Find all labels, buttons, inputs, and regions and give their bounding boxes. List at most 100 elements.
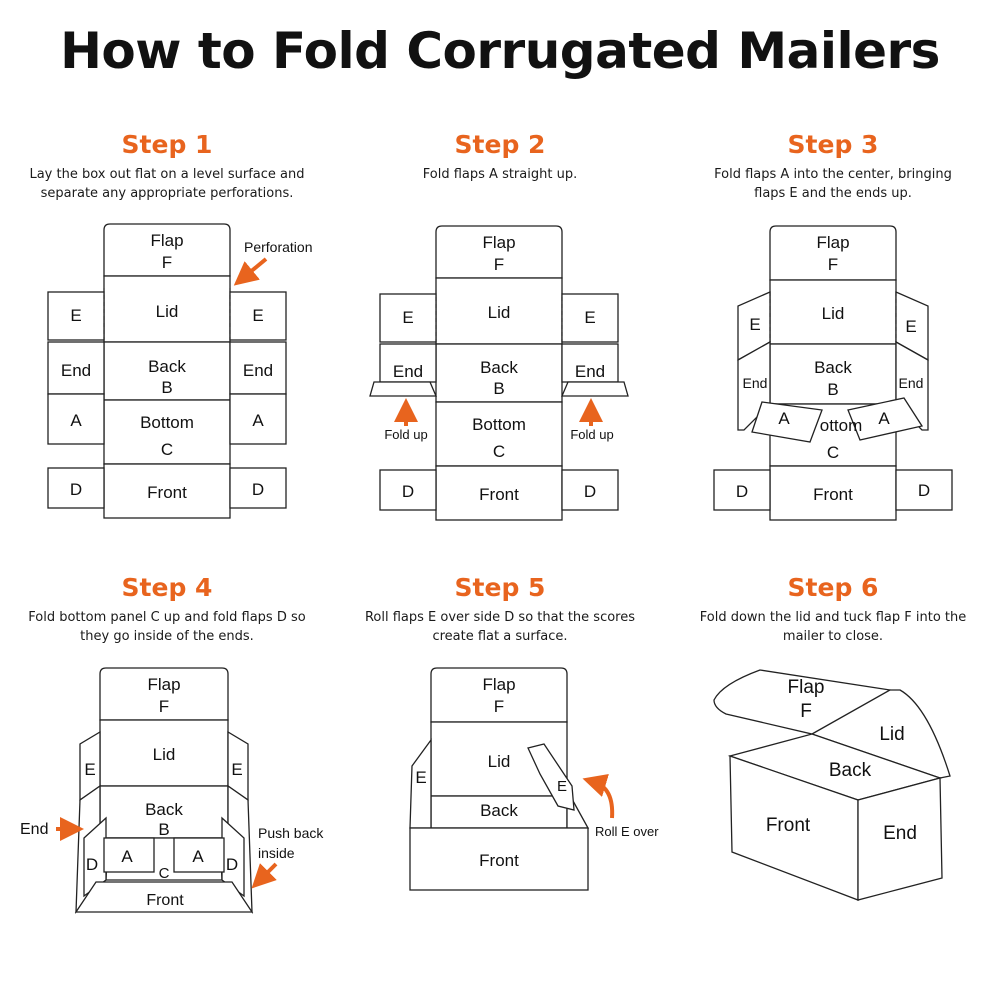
lid-panel: [769, 279, 897, 345]
roll-e-over-label: Roll E over: [595, 824, 659, 839]
label-back: Back: [148, 357, 186, 376]
step-2-diagram: Flap F Lid Back B Bottom C Front E End D…: [369, 225, 629, 521]
push-back-arrow: [251, 862, 278, 889]
label-end: End: [899, 375, 924, 391]
label-f: F: [494, 255, 504, 274]
flap-d-left: [713, 469, 771, 511]
roll-e-arrow: [582, 773, 615, 819]
flap-d-left: [83, 816, 107, 898]
label-lid: Lid: [488, 303, 511, 322]
label-f: F: [159, 697, 169, 716]
label-a: A: [252, 411, 264, 430]
label-end: End: [393, 362, 423, 381]
label-flap: Flap: [482, 675, 515, 694]
step-1-diagram: Flap F Lid Back B Bottom C Front E End A…: [47, 223, 312, 519]
label-front: Front: [766, 815, 811, 836]
label-flap: Flap: [482, 233, 515, 252]
perforation-label: Perforation: [244, 239, 312, 255]
label-bottom-partial: ottom: [820, 416, 863, 435]
step-3-text: Fold flaps A into the center, bringing f…: [714, 167, 952, 201]
label-f: F: [828, 255, 838, 274]
flap-f-panel: [99, 667, 229, 721]
label-b: B: [493, 379, 504, 398]
step-5-diagram: Flap F Lid Back Front E E Roll E over: [409, 667, 659, 891]
front-panel: [74, 881, 254, 913]
flap-a-right: [173, 837, 225, 873]
step-2-text: Fold flaps A straight up.: [422, 167, 578, 182]
label-end: End: [61, 361, 91, 380]
front-panel: [435, 465, 563, 521]
label-flap: Flap: [150, 231, 183, 250]
back-panel: [769, 343, 897, 405]
fold-up-label-left: Fold up: [384, 427, 427, 442]
flap-a-left: [47, 393, 105, 445]
label-d: D: [736, 482, 748, 501]
flap-a-left: [103, 837, 155, 873]
label-d: D: [86, 855, 98, 874]
back-panel: [99, 785, 229, 839]
label-flap: Flap: [147, 675, 180, 694]
label-b: B: [158, 820, 169, 839]
label-c: C: [493, 442, 505, 461]
label-front: Front: [479, 851, 519, 870]
step-3-heading: Step 3: [787, 130, 879, 159]
label-front: Front: [147, 483, 187, 502]
page-title: How to Fold Corrugated Mailers: [60, 22, 940, 80]
label-front: Front: [813, 485, 853, 504]
label-lid: Lid: [822, 304, 845, 323]
label-e: E: [231, 760, 242, 779]
end-right: [561, 343, 619, 383]
end-panel: [857, 777, 943, 901]
label-front: Front: [146, 892, 184, 909]
label-e: E: [749, 315, 760, 334]
end-left: [379, 343, 437, 383]
label-e: E: [252, 306, 263, 325]
label-lid: Lid: [156, 302, 179, 321]
label-d: D: [252, 480, 264, 499]
flap-f-panel: [713, 669, 892, 735]
label-f: F: [494, 697, 504, 716]
flap-d-left: [379, 469, 437, 511]
front-panel: [409, 827, 589, 891]
label-c: C: [827, 443, 839, 462]
step-3-diagram: Flap F Lid Back B ottom C Front E E End …: [713, 225, 953, 521]
label-a: A: [121, 847, 133, 866]
flap-e-left: [47, 291, 105, 341]
flap-f-panel: [430, 667, 568, 723]
label-d: D: [584, 482, 596, 501]
step-4-heading: Step 4: [121, 573, 213, 602]
label-d: D: [918, 481, 930, 500]
label-d: D: [402, 482, 414, 501]
flap-f-panel: [769, 225, 897, 281]
label-a: A: [778, 409, 790, 428]
label-end: End: [243, 361, 273, 380]
label-c: C: [159, 865, 170, 882]
step-4-text: Fold bottom panel C up and fold flaps D …: [28, 610, 306, 644]
flap-d-left: [47, 467, 105, 509]
step-5-heading: Step 5: [454, 573, 546, 602]
flap-a-right-folded: [561, 381, 629, 397]
label-back: Back: [480, 801, 518, 820]
perforation-arrow: [233, 257, 268, 286]
label-d: D: [226, 855, 238, 874]
flap-d-right: [561, 469, 619, 511]
label-f: F: [800, 701, 812, 722]
lid-panel: [435, 277, 563, 345]
label-flap: Flap: [788, 677, 825, 698]
inside-label: inside: [258, 845, 295, 861]
flap-f-panel: [103, 223, 231, 277]
label-a: A: [70, 411, 82, 430]
flap-f-panel: [435, 225, 563, 279]
flap-e-right: [229, 291, 287, 341]
label-back: Back: [814, 358, 852, 377]
label-lid: Lid: [488, 752, 511, 771]
label-lid: Lid: [879, 724, 904, 745]
flap-d-right: [229, 467, 287, 509]
label-a: A: [192, 847, 204, 866]
label-flap: Flap: [816, 233, 849, 252]
label-end: End: [743, 375, 768, 391]
label-end: End: [883, 823, 917, 844]
label-back: Back: [145, 800, 183, 819]
label-lid: Lid: [153, 745, 176, 764]
